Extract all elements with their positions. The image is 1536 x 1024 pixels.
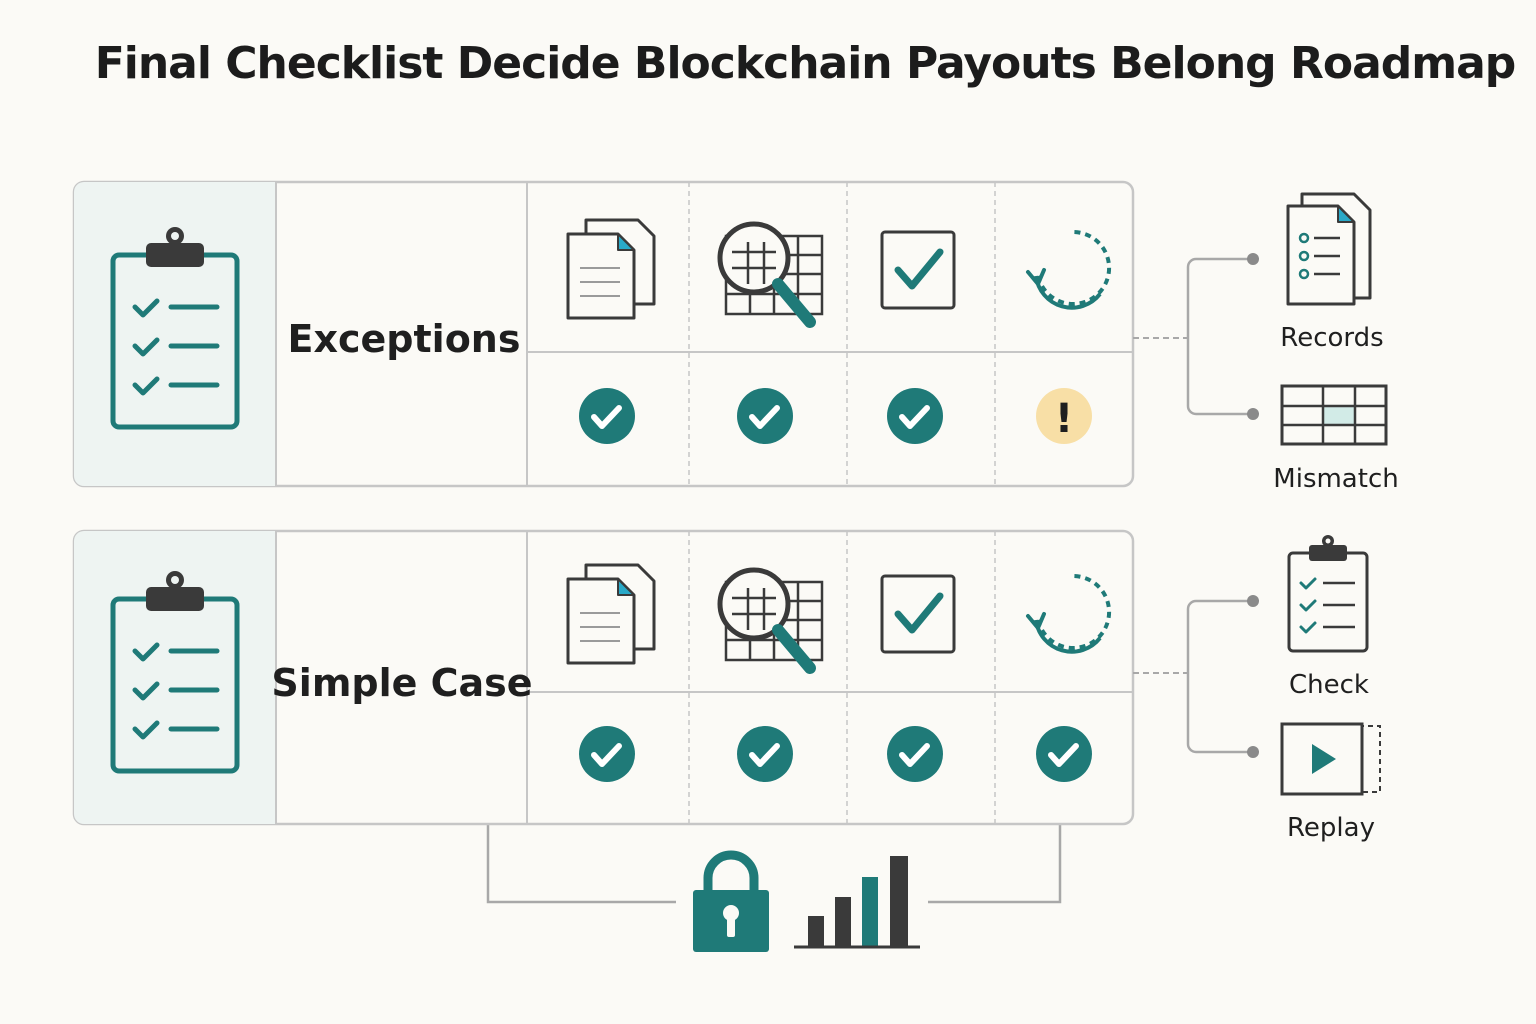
status-ok-icon <box>737 388 793 444</box>
connector-dot <box>1247 746 1259 758</box>
row-icon-cell <box>74 182 276 486</box>
status-ok-icon <box>737 726 793 782</box>
bar-chart-icon <box>794 856 920 949</box>
row-icon-cell <box>74 531 276 824</box>
status-ok-icon <box>887 726 943 782</box>
output-label-check: Check <box>1289 670 1369 700</box>
status-ok-icon <box>579 388 635 444</box>
checkbox-icon <box>882 232 954 308</box>
row-label: Exceptions <box>288 317 521 361</box>
row-simple-case: Simple Case Check Replay <box>72 529 1382 843</box>
row-exceptions: Exceptions ! Records Mismatch <box>72 180 1399 494</box>
checkbox-icon <box>882 576 954 652</box>
output-bracket <box>1186 599 1252 754</box>
output-bracket <box>1186 257 1252 416</box>
warning-glyph: ! <box>1055 396 1073 442</box>
mismatch-table-icon <box>1280 384 1388 446</box>
page-title: Final Checklist Decide Blockchain Payout… <box>94 38 1517 89</box>
output-label-mismatch: Mismatch <box>1273 464 1398 494</box>
connector-dot <box>1247 595 1259 607</box>
documents-icon <box>566 218 656 320</box>
row-label: Simple Case <box>271 661 532 705</box>
status-ok-icon <box>1036 726 1092 782</box>
records-documents-icon <box>1286 192 1372 306</box>
status-ok-icon <box>887 388 943 444</box>
documents-icon <box>566 563 656 665</box>
status-warning-icon: ! <box>1036 388 1092 444</box>
replay-play-icon <box>1280 722 1382 796</box>
check-clipboard-icon <box>1287 533 1369 653</box>
lock-icon <box>693 850 769 952</box>
output-label-records: Records <box>1280 323 1383 353</box>
connector-dot <box>1247 408 1259 420</box>
connector-dot <box>1247 253 1259 265</box>
footer-connector-right <box>928 824 1062 904</box>
status-ok-icon <box>579 726 635 782</box>
output-label-replay: Replay <box>1287 813 1375 843</box>
footer-connector-left <box>486 824 676 904</box>
